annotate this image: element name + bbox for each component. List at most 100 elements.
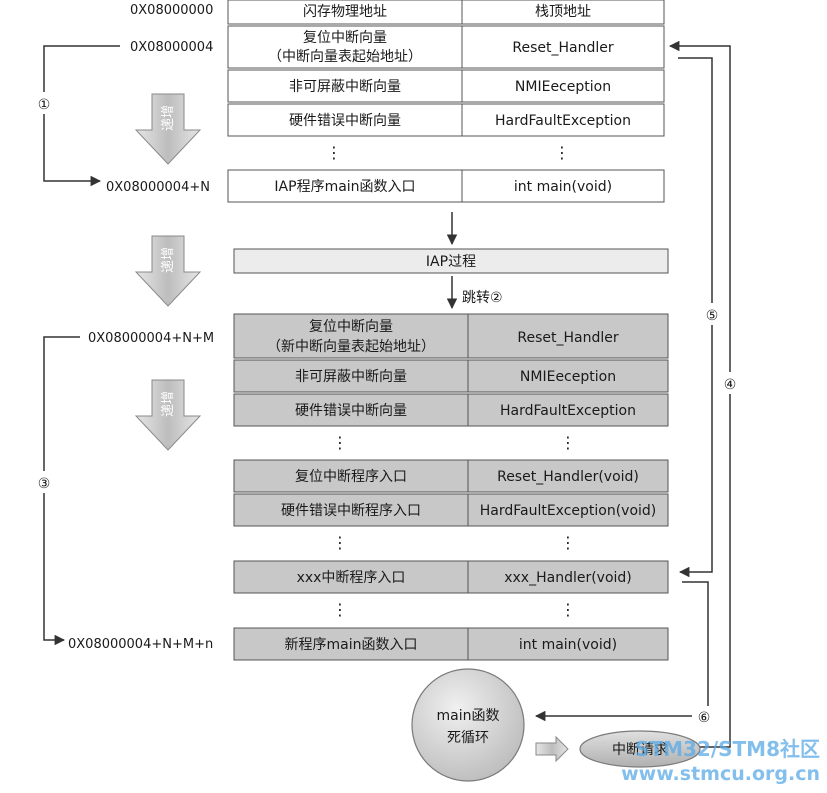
table2-row-hardfault-left: 硬件错误中断向量 [295,403,407,419]
table1-row-reset-right: Reset_Handler [512,40,613,56]
table1-row-main-left-cell [227,169,463,203]
arrow-to-interrupt [535,735,569,763]
table1-row-reset: 复位中断向量 （中断向量表起始地址） Reset_Handler [227,25,665,69]
table1-row-main-left: IAP程序main函数入口 [274,179,415,195]
table1-row-reset-left: 复位中断向量 [303,29,387,46]
table2-row-xxx-handler: xxx中断程序入口 xxx_Handler(void) [233,560,669,594]
table2-row-reset: 复位中断向量 （新中断向量表起始地址） Reset_Handler [233,313,669,359]
address-new-table: 0X08000004+N+M [88,331,214,346]
table1-row-nmi: 非可屏蔽中断向量 NMIEeception [227,69,665,103]
table1: 闪存物理地址 栈顶地址 复位中断向量 （中断向量表起始地址） Reset_Han… [227,0,665,203]
table1-dots-right: ⋮ [554,143,570,162]
address-flash-base: 0X08000000 [130,3,213,18]
table1-row-hardfault: 硬件错误中断向量 HardFaultException [227,103,665,137]
watermark-line2: www.stmcu.org.cn [621,763,820,785]
main-loop-node: main函数 死循环 [411,668,525,782]
table1-row-nmi-right-cell [461,69,665,103]
table1-row-flash-left: 闪存物理地址 [303,4,387,20]
table2-row-hardfault-right-cell [467,393,669,427]
table2-row-main-left: 新程序main函数入口 [285,637,418,653]
table1-row-main: IAP程序main函数入口 int main(void) [227,169,665,203]
table2-dots-1-left: ⋮ [332,433,348,452]
table2-row-xxx-left-cell [233,560,469,594]
step6-connector: ⑥ [534,581,716,728]
table2-row-nmi-right: NMIEeception [520,369,616,385]
table1-row-reset-right-cell [461,25,665,69]
table2-dots-3-right: ⋮ [560,600,576,619]
table2-dots-3-left: ⋮ [332,600,348,619]
increment-arrow-3: 递增 [134,379,202,451]
table2-row-xxx-left: xxx中断程序入口 [297,570,406,586]
table1-row-reset-left-cell [227,25,463,69]
table2-row-hardfault-handler: 硬件错误中断程序入口 HardFaultException(void) [233,493,669,527]
increment-label-3: 递增 [161,391,176,417]
table2-row-nmi-left: 非可屏蔽中断向量 [295,369,407,385]
table2-row-reset-left: 复位中断向量 [309,318,393,335]
step1-connector: ① [34,45,120,187]
table2-row-hardfault-handler-right-cell [467,493,669,527]
table1-row-flash-left-cell [227,0,463,25]
main-loop-line1: main函数 [437,708,500,724]
interrupt-request-label: 中断请求 [612,742,668,758]
step-3-label: ③ [38,476,51,492]
table1-row-flash-right-cell [461,0,665,25]
table2-row-main-right: int main(void) [519,637,617,653]
table2-row-reset-right: Reset_Handler [517,330,618,346]
table2-row-main-right-cell [467,627,669,661]
jump-label: 跳转② [462,290,503,306]
table2-row-reset-handler-right-cell [467,459,669,493]
table2-row-hardfault-handler-left: 硬件错误中断程序入口 [281,503,421,519]
step4-connector: ④ [668,40,740,748]
table1-row-flash-right: 栈顶地址 [535,4,591,20]
table2-row-reset-handler-left: 复位中断程序入口 [295,468,407,485]
table2-dots-2-left: ⋮ [332,533,348,552]
table2-row-xxx-right-cell [467,560,669,594]
step-4-label: ④ [724,377,737,393]
table1-row-flash: 闪存物理地址 栈顶地址 [227,0,665,25]
table2-row-reset-handler: 复位中断程序入口 Reset_Handler(void) [233,459,669,493]
table2-row-reset-right-cell [467,313,669,359]
table1-row-reset-left-sub: （中断向量表起始地址） [268,49,422,65]
table2: 复位中断向量 （新中断向量表起始地址） Reset_Handler 非可屏蔽中断… [233,313,669,661]
watermark: STM32/STM8社区 www.stmcu.org.cn [621,737,820,785]
table2-row-nmi-right-cell [467,359,669,393]
table2-row-main-left-cell [233,627,469,661]
table1-row-hardfault-left: 硬件错误中断向量 [289,113,401,129]
increment-arrow-2: 递增 [134,235,202,307]
table2-row-reset-left-sub: （新中断向量表起始地址） [267,339,435,355]
table1-row-main-right-cell [461,169,665,203]
iap-process-bar: IAP过程 [233,248,669,274]
table2-row-hardfault-handler-right: HardFaultException(void) [480,503,657,519]
table1-row-main-right: int main(void) [514,179,612,195]
table2-dots-2-right: ⋮ [560,533,576,552]
step-5-label: ⑤ [706,308,719,324]
table2-row-main: 新程序main函数入口 int main(void) [233,627,669,661]
step-6-label: ⑥ [698,710,711,726]
table1-dots-left: ⋮ [326,143,342,162]
interrupt-request-node: 中断请求 [579,730,701,768]
increment-label-2: 递增 [161,247,176,273]
iap-process-label: IAP过程 [426,254,476,270]
step5-connector: ⑤ [678,57,722,578]
step-1-label: ① [38,97,51,113]
table2-row-hardfault-right: HardFaultException [500,403,636,419]
increment-label-1: 递增 [161,105,176,131]
address-reset-vector: 0X08000004 [130,40,213,55]
table1-row-nmi-right: NMIEeception [515,79,611,95]
table1-row-nmi-left: 非可屏蔽中断向量 [289,79,401,95]
table2-row-reset-handler-right: Reset_Handler(void) [497,469,639,485]
table2-row-hardfault: 硬件错误中断向量 HardFaultException [233,393,669,427]
increment-arrow-1: 递增 [134,93,202,165]
table2-dots-1-right: ⋮ [560,433,576,452]
table2-row-hardfault-left-cell [233,393,469,427]
table2-row-xxx-right: xxx_Handler(void) [504,570,632,586]
table2-row-reset-left-cell [233,313,469,359]
address-iap-main: 0X08000004+N [106,180,210,195]
table2-row-nmi: 非可屏蔽中断向量 NMIEeception [233,359,669,393]
table2-row-reset-handler-left-cell [233,459,469,493]
table2-row-nmi-left-cell [233,359,469,393]
table1-row-hardfault-right-cell [461,103,665,137]
watermark-line1: STM32/STM8社区 [635,737,820,761]
